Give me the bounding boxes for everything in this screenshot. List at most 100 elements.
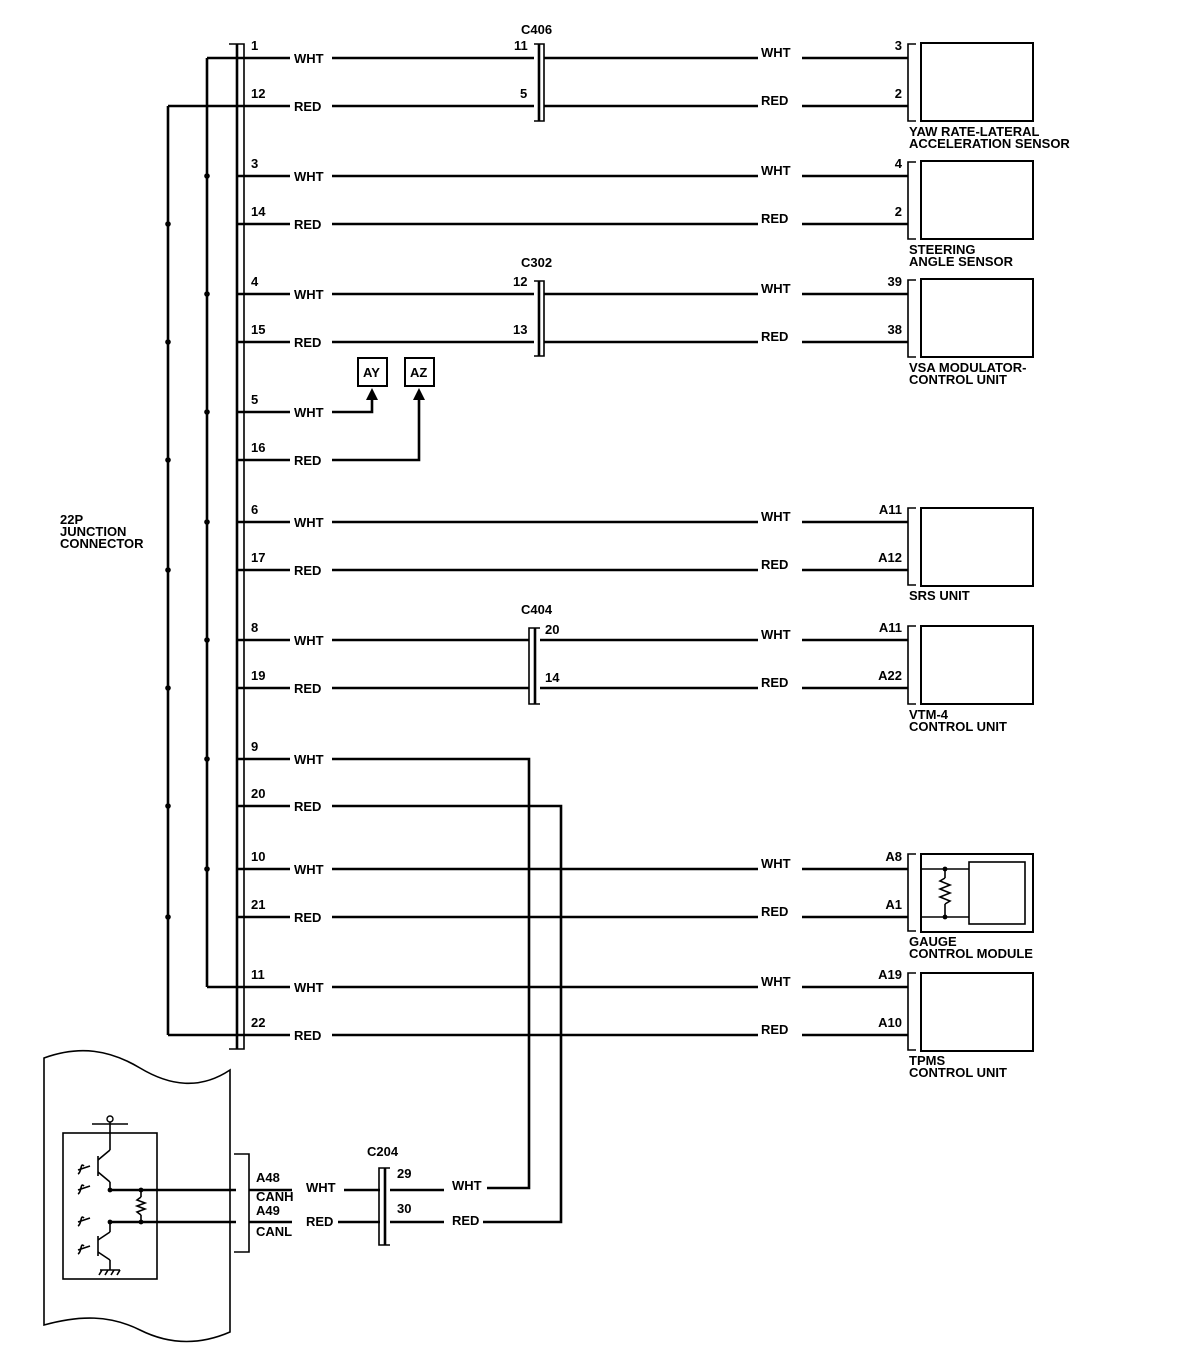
reference-az-box [404,357,435,387]
component-connector-bracket [907,279,916,358]
connector-c406-name: C406 [521,22,552,37]
far-wire-color-label: RED [761,211,788,226]
wire-color-label: WHT [294,633,324,648]
bus-junction-dot [165,914,171,920]
module-color-h: WHT [306,1180,336,1195]
component-pin-label: 4 [895,156,903,171]
component-box [920,278,1034,358]
junction-pin-label: 17 [251,550,265,565]
component-pin-label: A10 [878,1015,902,1030]
module-node-2 [138,1187,144,1193]
component-box [920,972,1034,1052]
connector-c404: C404 20 14 [521,602,560,705]
bus-junction-dot [165,567,171,573]
component-pin-label: 2 [895,204,902,219]
wire-color-label: RED [294,99,321,114]
bus-junction-dot [204,291,210,297]
junction-pin-label: 22 [251,1015,265,1030]
component-box [920,507,1034,587]
wire-color-label: RED [294,1028,321,1043]
module-node-1 [107,1187,113,1193]
component-pin-label: 2 [895,86,902,101]
junction-pin-label: 15 [251,322,265,337]
junction-pin-label: 10 [251,849,265,864]
gauge-resistor-zigzag [937,877,953,905]
far-wire-color-label: RED [761,557,788,572]
bus-junction-dot [165,685,171,691]
reference-ay: AY [332,357,388,414]
junction-pin-label: 14 [251,204,266,219]
component-label-line1: TPMS [909,1053,945,1068]
junction-pin-label: 1 [251,38,258,53]
wire-color-label: WHT [294,287,324,302]
junction-label-line2: JUNCTION [60,524,126,539]
bus-junction-dot [165,457,171,463]
far-wire-color-label: WHT [761,856,791,871]
component-label-line2: ANGLE SENSOR [909,254,1014,269]
junction-pin-label: 21 [251,897,265,912]
module-node-3 [107,1219,113,1225]
component-label-line2: CONTROL UNIT [909,719,1007,734]
gauge-inner-box [968,861,1026,925]
wire-color-label: WHT [294,51,324,66]
component-box [920,625,1034,705]
connector-c302-name: C302 [521,255,552,270]
component-pin-label: 38 [888,322,902,337]
junction-label-line1: 22P [60,512,83,527]
reference-az-arrow [413,388,425,400]
gauge-node-l [942,914,948,920]
far-wire-color-label: WHT [761,281,791,296]
far-wire-color-label: RED [761,675,788,690]
far-wire-color-label: RED [761,1022,788,1037]
junction-pin-label: 20 [251,786,265,801]
component-3: SRS UNIT [907,507,1034,603]
component-label-line1: YAW RATE-LATERAL [909,124,1040,139]
reference-ay-box [357,357,388,387]
component-label-line2: CONTROL MODULE [909,946,1033,961]
far-wire-color-label: WHT [761,627,791,642]
wire-color-label: WHT [294,862,324,877]
component-pin-label: 39 [888,274,902,289]
component-connector-bracket [907,972,916,1051]
wire-color-label: RED [294,799,321,814]
bus-junction-dot [204,756,210,762]
component-2: VSA MODULATOR-CONTROL UNIT [907,278,1034,387]
junction-pin-label: 3 [251,156,258,171]
connector-c204: C204 29 30 WHT RED [367,1144,482,1246]
component-connector-bracket [907,161,916,240]
transceiver-lower-transistor-icon [77,1216,121,1276]
junction-pin-label: 4 [251,274,259,289]
far-wire-color-label: RED [761,904,788,919]
bus-junction-dot [165,339,171,345]
far-wire-color-label: RED [761,93,788,108]
junction-pin-label: 6 [251,502,258,517]
c204-far-color-h: WHT [452,1178,482,1193]
junction-pin-label: 8 [251,620,258,635]
reference-az-wire [332,398,421,462]
component-box [920,160,1034,240]
component-label-line2: CONTROL UNIT [909,1065,1007,1080]
reference-az-label: AZ [410,365,427,380]
connector-c406-pin-a: 11 [514,38,528,53]
junction-pin-label: 11 [251,967,265,982]
reference-ay-arrow [366,388,378,400]
wire-color-label: RED [294,563,321,578]
wire-color-label: RED [294,335,321,350]
wire-color-label: WHT [294,752,324,767]
gauge-node-h [942,866,948,872]
wire-color-label: WHT [294,405,324,420]
connector-c406: C406 11 5 [514,22,552,122]
bus-junction-dot [165,221,171,227]
